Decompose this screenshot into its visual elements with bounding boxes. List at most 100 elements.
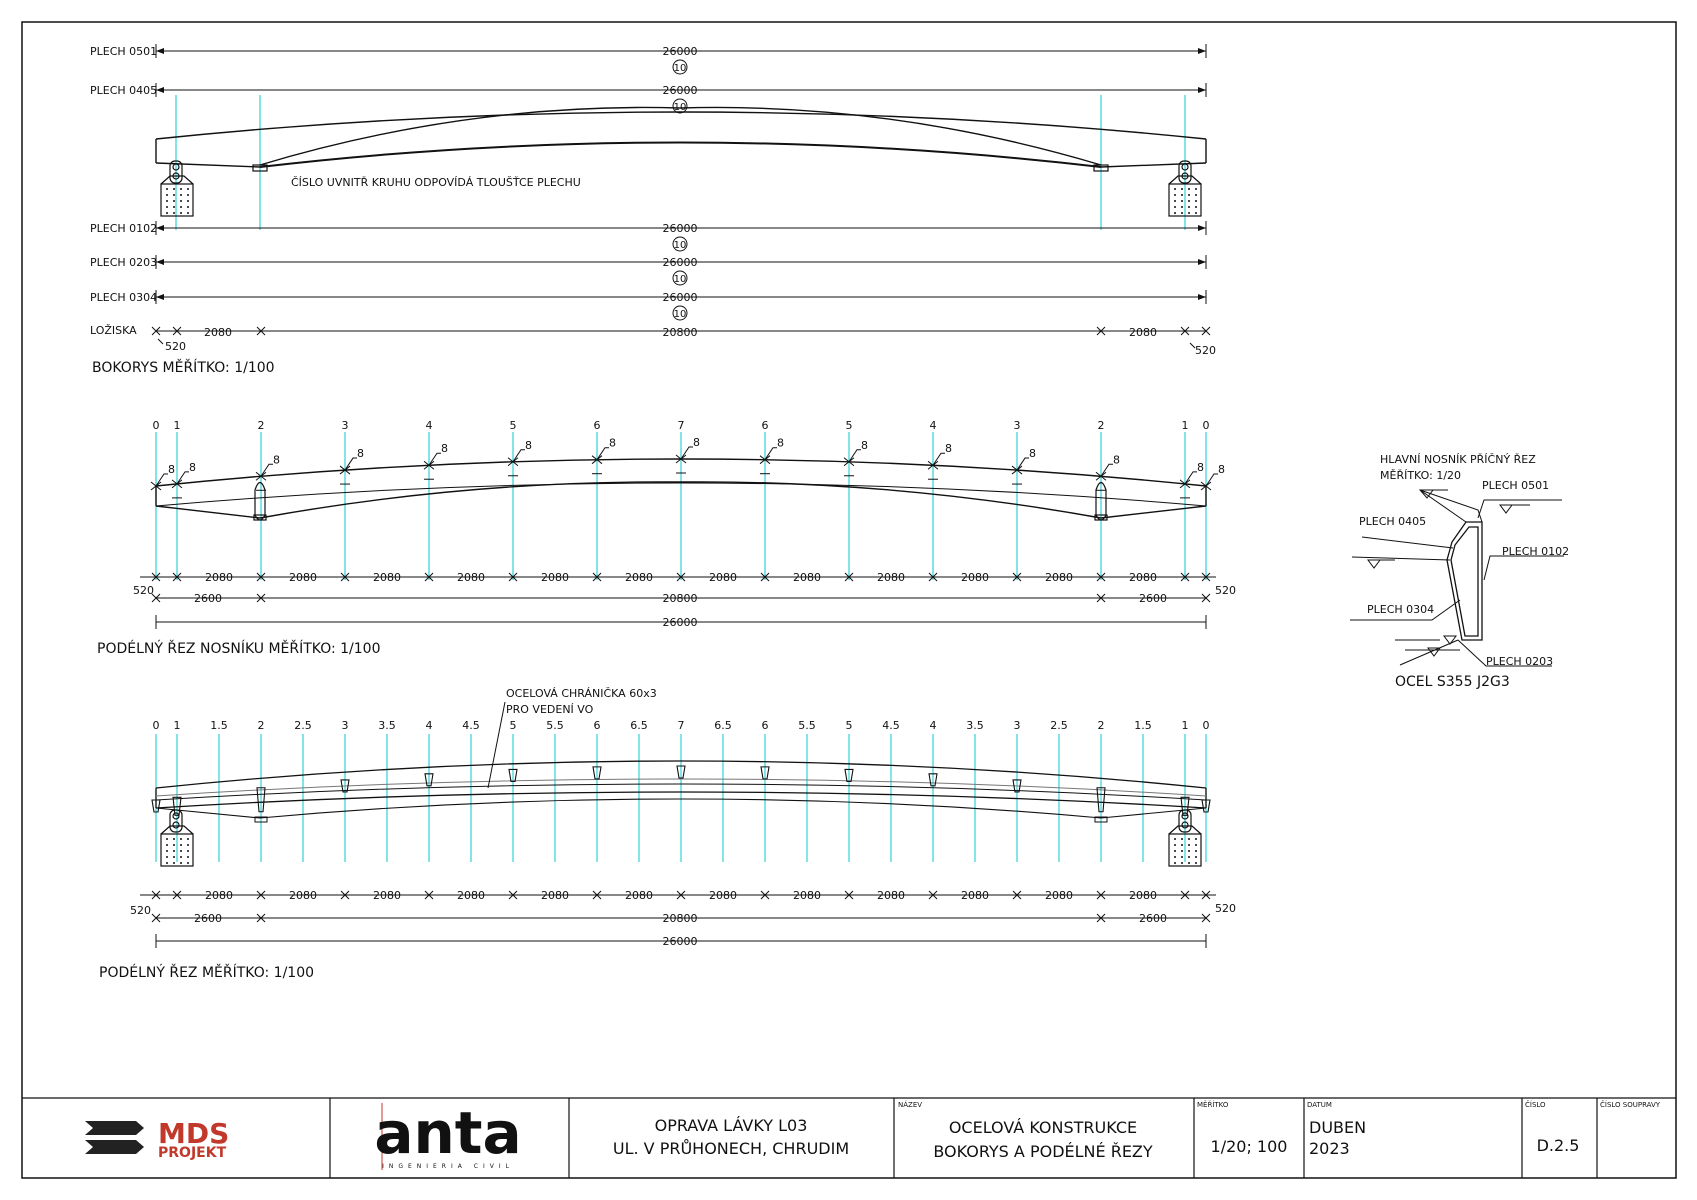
bearing-dot	[180, 188, 182, 190]
spacing-dim: 2080	[625, 889, 653, 902]
station-label: 6	[762, 419, 769, 432]
dim-tick	[844, 572, 854, 582]
station-label: 4.5	[462, 719, 480, 732]
station-label: 1	[1182, 719, 1189, 732]
rib	[1180, 796, 1190, 816]
bearing-dim-2080-right: 2080	[1129, 326, 1157, 339]
number-label: ČÍSLO	[1525, 1100, 1546, 1109]
bearing-dot	[173, 188, 175, 190]
station-label: 2	[258, 419, 265, 432]
bearing-dot	[166, 194, 168, 196]
weld-size: 8	[945, 442, 952, 455]
dim-tick	[760, 890, 770, 900]
spacing-dim: 2080	[1045, 889, 1073, 902]
dim-tick	[508, 890, 518, 900]
bearing-dim-520-right: 520	[1195, 344, 1216, 357]
bearing-dot	[173, 862, 175, 864]
dim-tick	[676, 890, 686, 900]
station-label: 2	[1098, 719, 1105, 732]
weld-mark: 8	[423, 442, 448, 480]
bearing-dot	[187, 206, 189, 208]
bearing-dot	[173, 844, 175, 846]
weld-mark: 8	[843, 439, 868, 477]
station-label: 2.5	[1050, 719, 1068, 732]
bearing-dot	[166, 850, 168, 852]
weld-size: 8	[168, 463, 175, 476]
bokorys-caption: BOKORYS MĚŘÍTKO: 1/100	[92, 359, 275, 376]
bearing-dot	[1195, 856, 1197, 858]
bearing-dot	[1174, 856, 1176, 858]
rz-dim-520-right: 520	[1215, 902, 1236, 915]
weld-size: 8	[273, 453, 280, 466]
dim-tick	[844, 890, 854, 900]
rib	[676, 765, 686, 779]
dim-tick	[424, 572, 434, 582]
dim-tick	[151, 326, 161, 336]
spacing-dim: 2080	[877, 889, 905, 902]
bearing-dot	[187, 850, 189, 852]
station-label: 6	[594, 719, 601, 732]
dim-tick	[1012, 572, 1022, 582]
dim-tick	[256, 890, 266, 900]
bearing-dot	[1174, 850, 1176, 852]
spacing-dim: 2080	[1129, 889, 1157, 902]
station-label: 1	[174, 419, 181, 432]
mds-logo-sub: PROJEKT	[158, 1145, 227, 1161]
weld-mark: 8	[339, 447, 364, 485]
bearing-right	[1168, 160, 1202, 217]
dim-tick	[256, 572, 266, 582]
cs-label-0501: PLECH 0501	[1482, 479, 1549, 492]
station-label: 5	[846, 419, 853, 432]
spacing-dim: 2080	[205, 889, 233, 902]
bearing-dot	[1174, 862, 1176, 864]
rib	[424, 773, 434, 787]
thickness-circle	[672, 59, 688, 75]
bearing-dot	[187, 838, 189, 840]
bearing-dot	[1195, 194, 1197, 196]
bokorys-note: ČÍSLO UVNITŘ KRUHU ODPOVÍDÁ TLOUŠŤCE PLE…	[291, 176, 581, 189]
project-line2: UL. V PRŮHONECH, CHRUDIM	[613, 1139, 849, 1158]
weld-mark: 8	[150, 463, 175, 491]
dim-tick	[1096, 913, 1106, 923]
cs-title-line2: MĚŘÍTKO: 1/20	[1380, 469, 1461, 482]
bearing-dot	[166, 206, 168, 208]
bearing-dot	[1195, 212, 1197, 214]
mds-logo: MDS PROJEKT	[85, 1117, 229, 1161]
plate-label: PLECH 0501	[90, 45, 157, 58]
bearing-dot	[1195, 188, 1197, 190]
cs-title-line1: HLAVNÍ NOSNÍK PŘÍČNÝ ŘEZ	[1380, 453, 1536, 466]
dim-tick	[592, 572, 602, 582]
station-label: 3.5	[378, 719, 396, 732]
station-label: 4	[426, 419, 433, 432]
weld-size: 8	[1218, 463, 1225, 476]
sheet-frame	[21, 21, 1677, 1179]
rib	[844, 768, 854, 783]
weld-size: 8	[1029, 447, 1036, 460]
cs-label-0405: PLECH 0405	[1359, 515, 1426, 528]
dim-tick	[340, 890, 350, 900]
rib	[592, 766, 602, 780]
date-line1: DUBEN	[1309, 1118, 1366, 1137]
spacing-dim: 2080	[961, 889, 989, 902]
scale-label: MĚŘÍTKO	[1197, 1100, 1229, 1109]
cs-label-0304: PLECH 0304	[1367, 603, 1434, 616]
rz-note-line1: OCELOVÁ CHRÁNIČKA 60x3	[506, 687, 657, 700]
rn-dim-20800: 20800	[663, 592, 698, 605]
weld-size: 8	[525, 439, 532, 452]
plate-thickness: 10	[674, 274, 687, 285]
rib	[760, 766, 770, 780]
bearing-dot	[1195, 206, 1197, 208]
station-label: 4	[930, 419, 937, 432]
set-label: ČÍSLO SOUPRAVY	[1600, 1100, 1661, 1109]
dim-tick	[1201, 890, 1211, 900]
weld-size: 8	[777, 437, 784, 450]
dim-tick	[760, 572, 770, 582]
station-label: 5	[510, 419, 517, 432]
bearing-dot	[1181, 194, 1183, 196]
plate-label: PLECH 0203	[90, 256, 157, 269]
rz-note-line2: PRO VEDENÍ VO	[506, 703, 594, 716]
spacing-dim: 2080	[289, 571, 317, 584]
